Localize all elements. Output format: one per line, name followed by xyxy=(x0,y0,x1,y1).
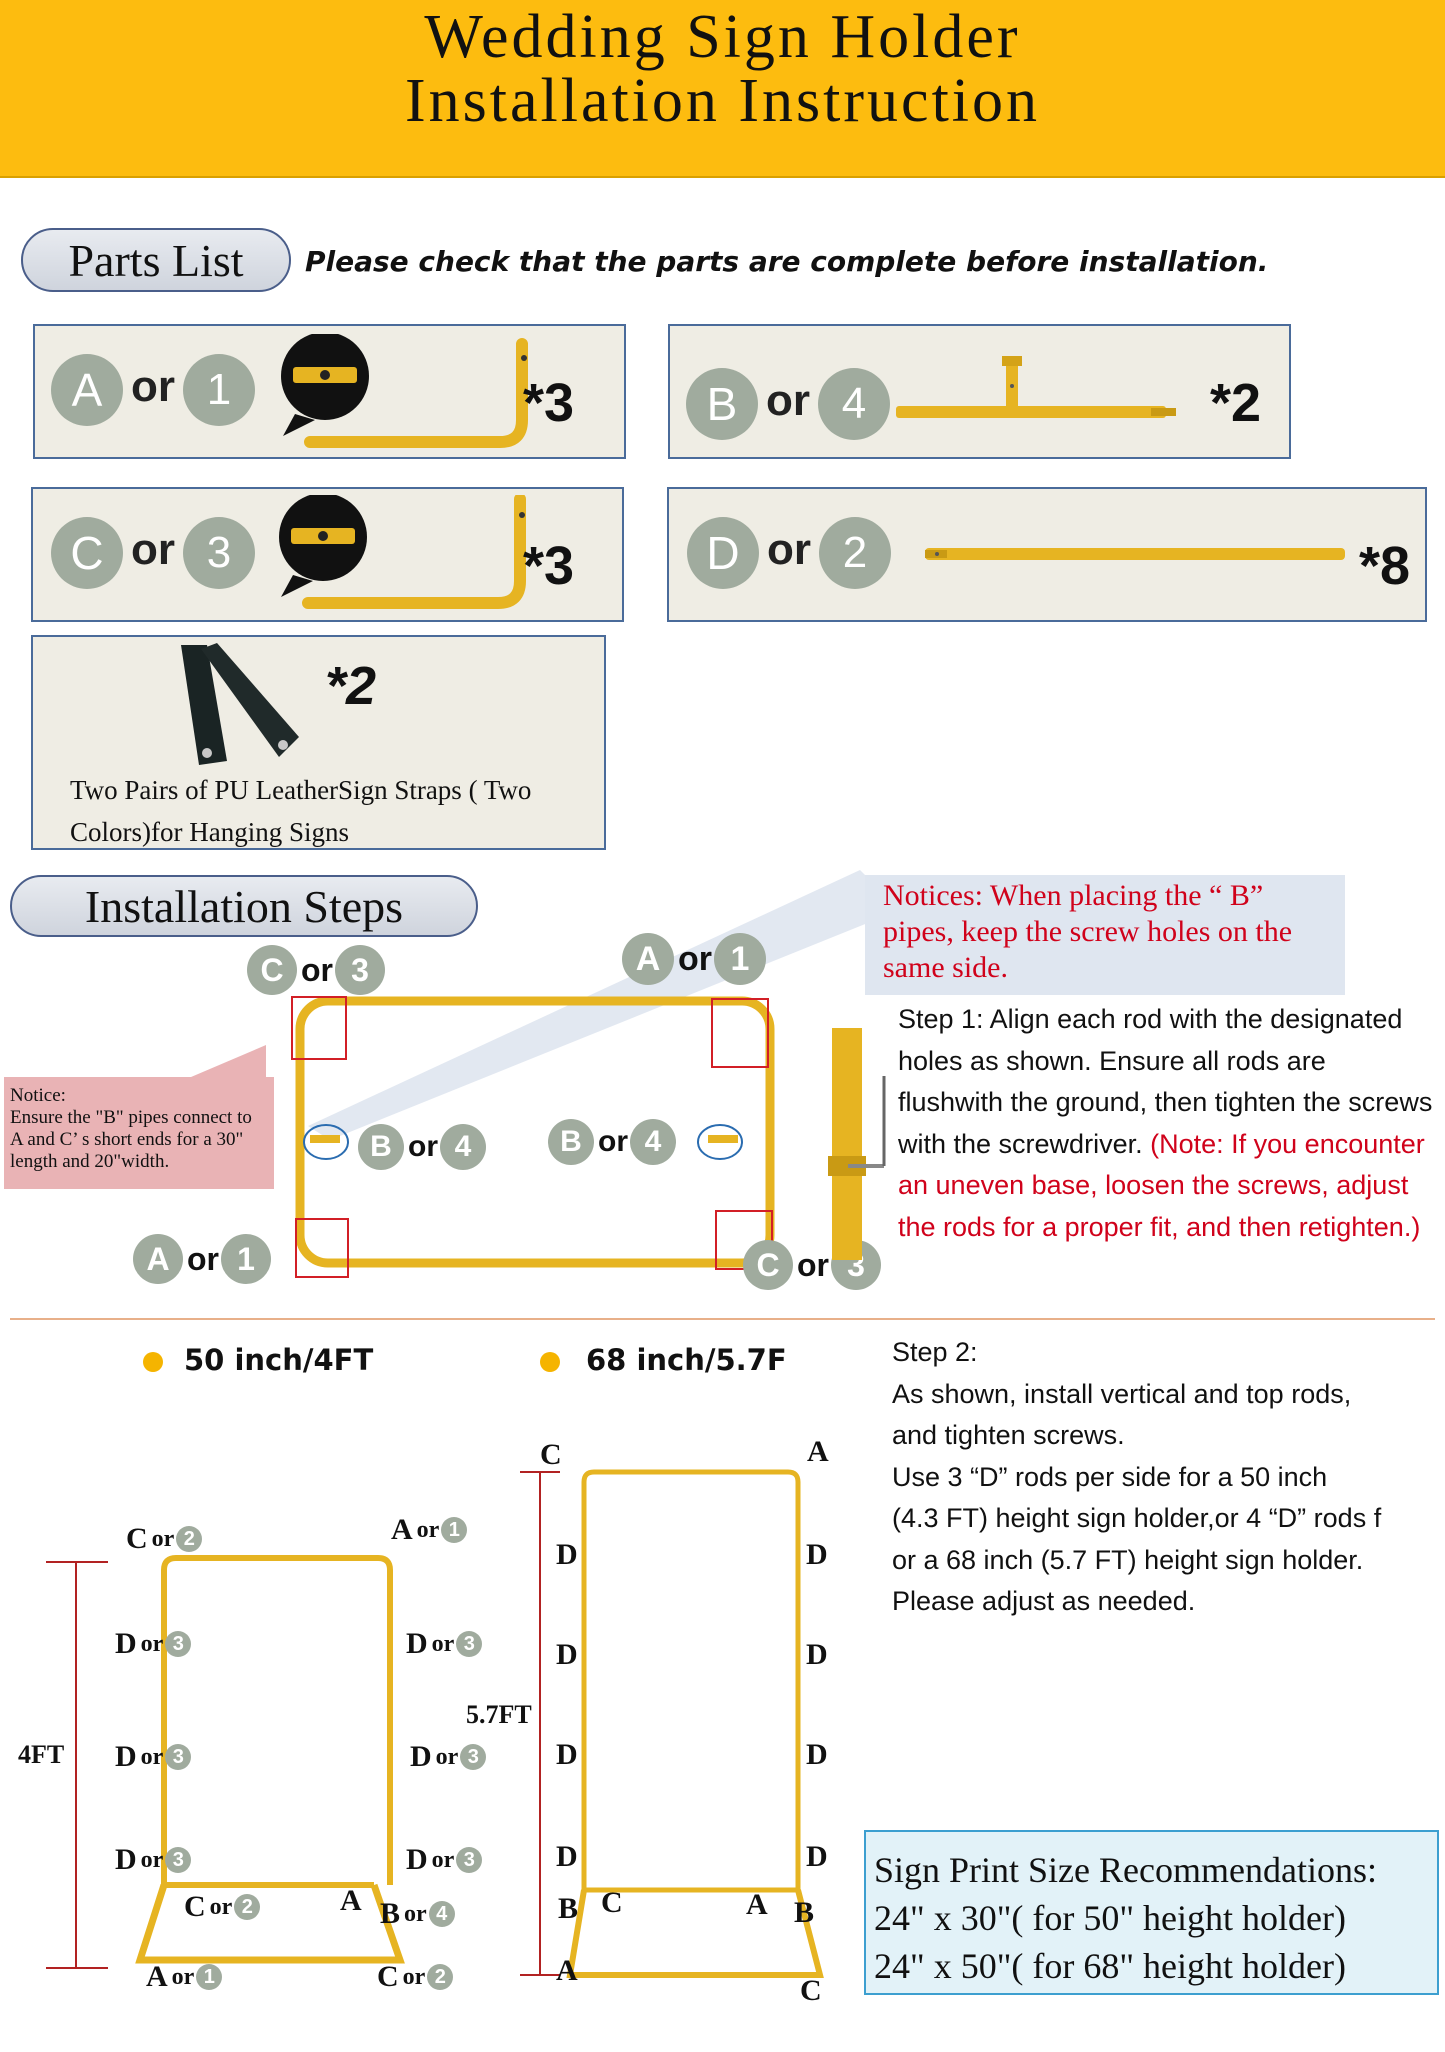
part-quantity: *2 xyxy=(1210,373,1262,433)
step2-line: As shown, install vertical and top rods, xyxy=(892,1378,1352,1409)
diag50-label-base-a: A xyxy=(340,1884,362,1917)
pink-notice-body: Ensure the "B" pipes connect to A and C’… xyxy=(10,1107,252,1172)
parts-list-heading: Parts List xyxy=(21,228,291,292)
part-or-label: or xyxy=(767,525,811,574)
part-number-badge: 4 xyxy=(818,368,890,440)
diag68-label-d: D xyxy=(556,1738,578,1771)
part-letter-badge: B xyxy=(686,368,758,440)
straight-rod-icon xyxy=(925,548,1345,560)
part-card-d: D or 2 *8 xyxy=(667,487,1427,622)
label-top-left: C or 3 xyxy=(247,945,385,995)
part-or-label: or xyxy=(131,525,175,574)
holder-68-inch-diagram xyxy=(520,1469,824,1978)
leather-strap-icon xyxy=(181,643,299,765)
diag68-label-d: D xyxy=(556,1638,578,1671)
pink-notice-title: Notice: xyxy=(10,1085,66,1106)
step1-body: Step 1: Align each rod with the designat… xyxy=(898,1004,1433,1159)
straps-quantity: *2 xyxy=(325,656,377,716)
size-option-68: 68 inch/5.7F xyxy=(586,1343,787,1377)
step2-text: Step 2: As shown, install vertical and t… xyxy=(892,1332,1381,1623)
vertical-pipe-screw-icon xyxy=(828,1028,886,1260)
part-letter-badge: D xyxy=(687,517,759,589)
step1-base-frame-diagram xyxy=(291,996,775,1278)
installation-steps-heading: Installation Steps xyxy=(10,875,478,937)
label-mid-left: B or 4 xyxy=(358,1124,486,1170)
diag68-label-b: B xyxy=(558,1892,579,1925)
l-shaped-corner-pipe-icon xyxy=(279,495,526,609)
step2-line: Use 3 “D” rods per side for a 50 inch xyxy=(892,1461,1328,1492)
height-label-4ft: 4FT xyxy=(18,1740,65,1769)
part-quantity: *8 xyxy=(1359,536,1411,596)
label-bottom-left: A or 1 xyxy=(133,1234,271,1284)
part-number-badge: 3 xyxy=(183,517,255,589)
pink-notice-box: Notice: Ensure the "B" pipes connect to … xyxy=(4,1077,274,1189)
diag68-label-d: D xyxy=(556,1538,578,1571)
step1-note: (Note: If you encounter an uneven base, … xyxy=(898,1128,1425,1242)
straps-description: Two Pairs of PU LeatherSign Straps ( Two… xyxy=(70,775,532,847)
page-title-line2: Installation Instruction xyxy=(404,67,1041,135)
step2-line: or a 68 inch (5.7 FT) height sign holder… xyxy=(892,1544,1364,1575)
diag68-label-a: A xyxy=(807,1435,829,1468)
part-or-label: or xyxy=(766,376,810,425)
step2-line: (4.3 FT) height sign holder,or 4 “D” rod… xyxy=(892,1503,1382,1533)
sign-size-line: 24" x 50"( for 68" height holder) xyxy=(874,1946,1346,1986)
diag68-label-d: D xyxy=(806,1638,828,1671)
part-number-badge: 1 xyxy=(183,354,255,426)
diag68-label-b: B xyxy=(794,1896,815,1929)
part-card-straps: *2 Two Pairs of PU LeatherSign Straps ( … xyxy=(31,635,606,850)
size-option-50: 50 inch/4FT xyxy=(184,1343,374,1377)
part-quantity: *3 xyxy=(523,373,575,433)
label-top-right: A or 1 xyxy=(622,933,766,985)
part-number-badge: 2 xyxy=(819,517,891,589)
height-label-5-7ft: 5.7FT xyxy=(466,1700,532,1729)
sign-size-title: Sign Print Size Recommendations: xyxy=(874,1850,1377,1890)
part-or-label: or xyxy=(131,362,175,411)
part-letter-badge: A xyxy=(51,354,123,426)
size-option-dot xyxy=(143,1352,163,1372)
diag68-label-d: D xyxy=(806,1738,828,1771)
blue-notice-box: Notices: When placing the “ B” pipes, ke… xyxy=(865,875,1345,995)
page-title-line1: Wedding Sign Holder xyxy=(424,3,1021,71)
diag68-label-a: A xyxy=(746,1888,768,1921)
part-card-c: C or 3 *3 xyxy=(31,487,624,622)
part-quantity: *3 xyxy=(523,536,575,596)
diag68-label-a: A xyxy=(556,1954,578,1987)
sign-size-box: Sign Print Size Recommendations: 24" x 3… xyxy=(864,1830,1439,1995)
diag68-label-c: C xyxy=(540,1438,562,1471)
diag68-label-c: C xyxy=(601,1886,623,1919)
page-header: Wedding Sign Holder Installation Instruc… xyxy=(0,0,1445,178)
t-connector-pipe-icon xyxy=(896,356,1176,418)
holder-50-inch-diagram xyxy=(46,1555,405,1969)
diag68-label-d: D xyxy=(806,1840,828,1873)
section-divider xyxy=(10,1318,1435,1320)
part-card-b: B or 4 *2 xyxy=(668,324,1291,459)
step2-line: and tighten screws. xyxy=(892,1420,1125,1450)
step2-line: Please adjust as needed. xyxy=(892,1586,1196,1616)
diag68-label-d: D xyxy=(556,1840,578,1873)
label-mid-right: B or 4 xyxy=(548,1119,676,1165)
step1-text: Step 1: Align each rod with the designat… xyxy=(898,999,1438,1248)
diag68-label-c: C xyxy=(800,1974,822,2007)
diag68-label-d: D xyxy=(806,1538,828,1571)
pink-notice-arrow xyxy=(4,1040,269,1080)
step2-title: Step 2: xyxy=(892,1337,978,1367)
size-option-dot xyxy=(540,1352,560,1372)
part-card-a: A or 1 *3 xyxy=(33,324,626,459)
part-letter-badge: C xyxy=(51,517,123,589)
l-shaped-corner-pipe-icon xyxy=(281,334,528,448)
parts-list-subtitle: Please check that the parts are complete… xyxy=(305,245,1269,278)
sign-size-line: 24" x 30"( for 50" height holder) xyxy=(874,1898,1346,1938)
